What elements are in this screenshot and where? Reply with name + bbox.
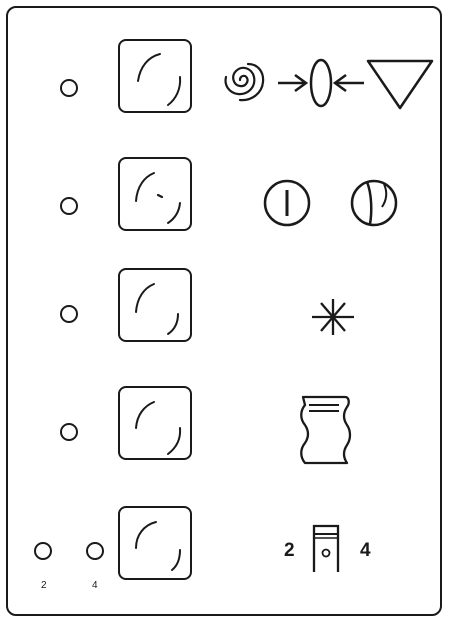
scroll-icon: [295, 391, 355, 471]
dial-icon: [120, 270, 194, 344]
indicator-light-left[interactable]: [34, 542, 52, 560]
rotary-knob[interactable]: [118, 386, 192, 460]
indicator-light[interactable]: [60, 197, 78, 215]
cylinder-label-left: 2: [284, 540, 295, 562]
rotary-knob[interactable]: [118, 506, 192, 580]
cylinder-icon: [306, 522, 346, 582]
control-row-4: [0, 383, 457, 483]
cylinder-label-right: 4: [360, 540, 371, 562]
control-row-1: [0, 36, 457, 136]
fan-airflow-icon: [218, 46, 444, 116]
indicator-light[interactable]: [60, 305, 78, 323]
dial-icon: [120, 159, 194, 233]
control-row-3: [0, 265, 457, 365]
indicator-light[interactable]: [60, 79, 78, 97]
indicator-light-right[interactable]: [86, 542, 104, 560]
rotary-knob[interactable]: [118, 39, 192, 113]
rotary-knob[interactable]: [118, 268, 192, 342]
on-off-icon: [260, 169, 410, 239]
rotary-knob[interactable]: [118, 157, 192, 231]
indicator-label-right: 4: [92, 580, 98, 591]
dial-icon: [120, 388, 194, 462]
control-row-2: [0, 154, 457, 254]
control-row-5: 2 4 2 4: [0, 498, 457, 598]
dial-icon: [120, 508, 194, 582]
indicator-label-left: 2: [41, 580, 47, 591]
indicator-light[interactable]: [60, 423, 78, 441]
snowflake-icon: [308, 293, 358, 339]
dial-icon: [120, 41, 194, 115]
